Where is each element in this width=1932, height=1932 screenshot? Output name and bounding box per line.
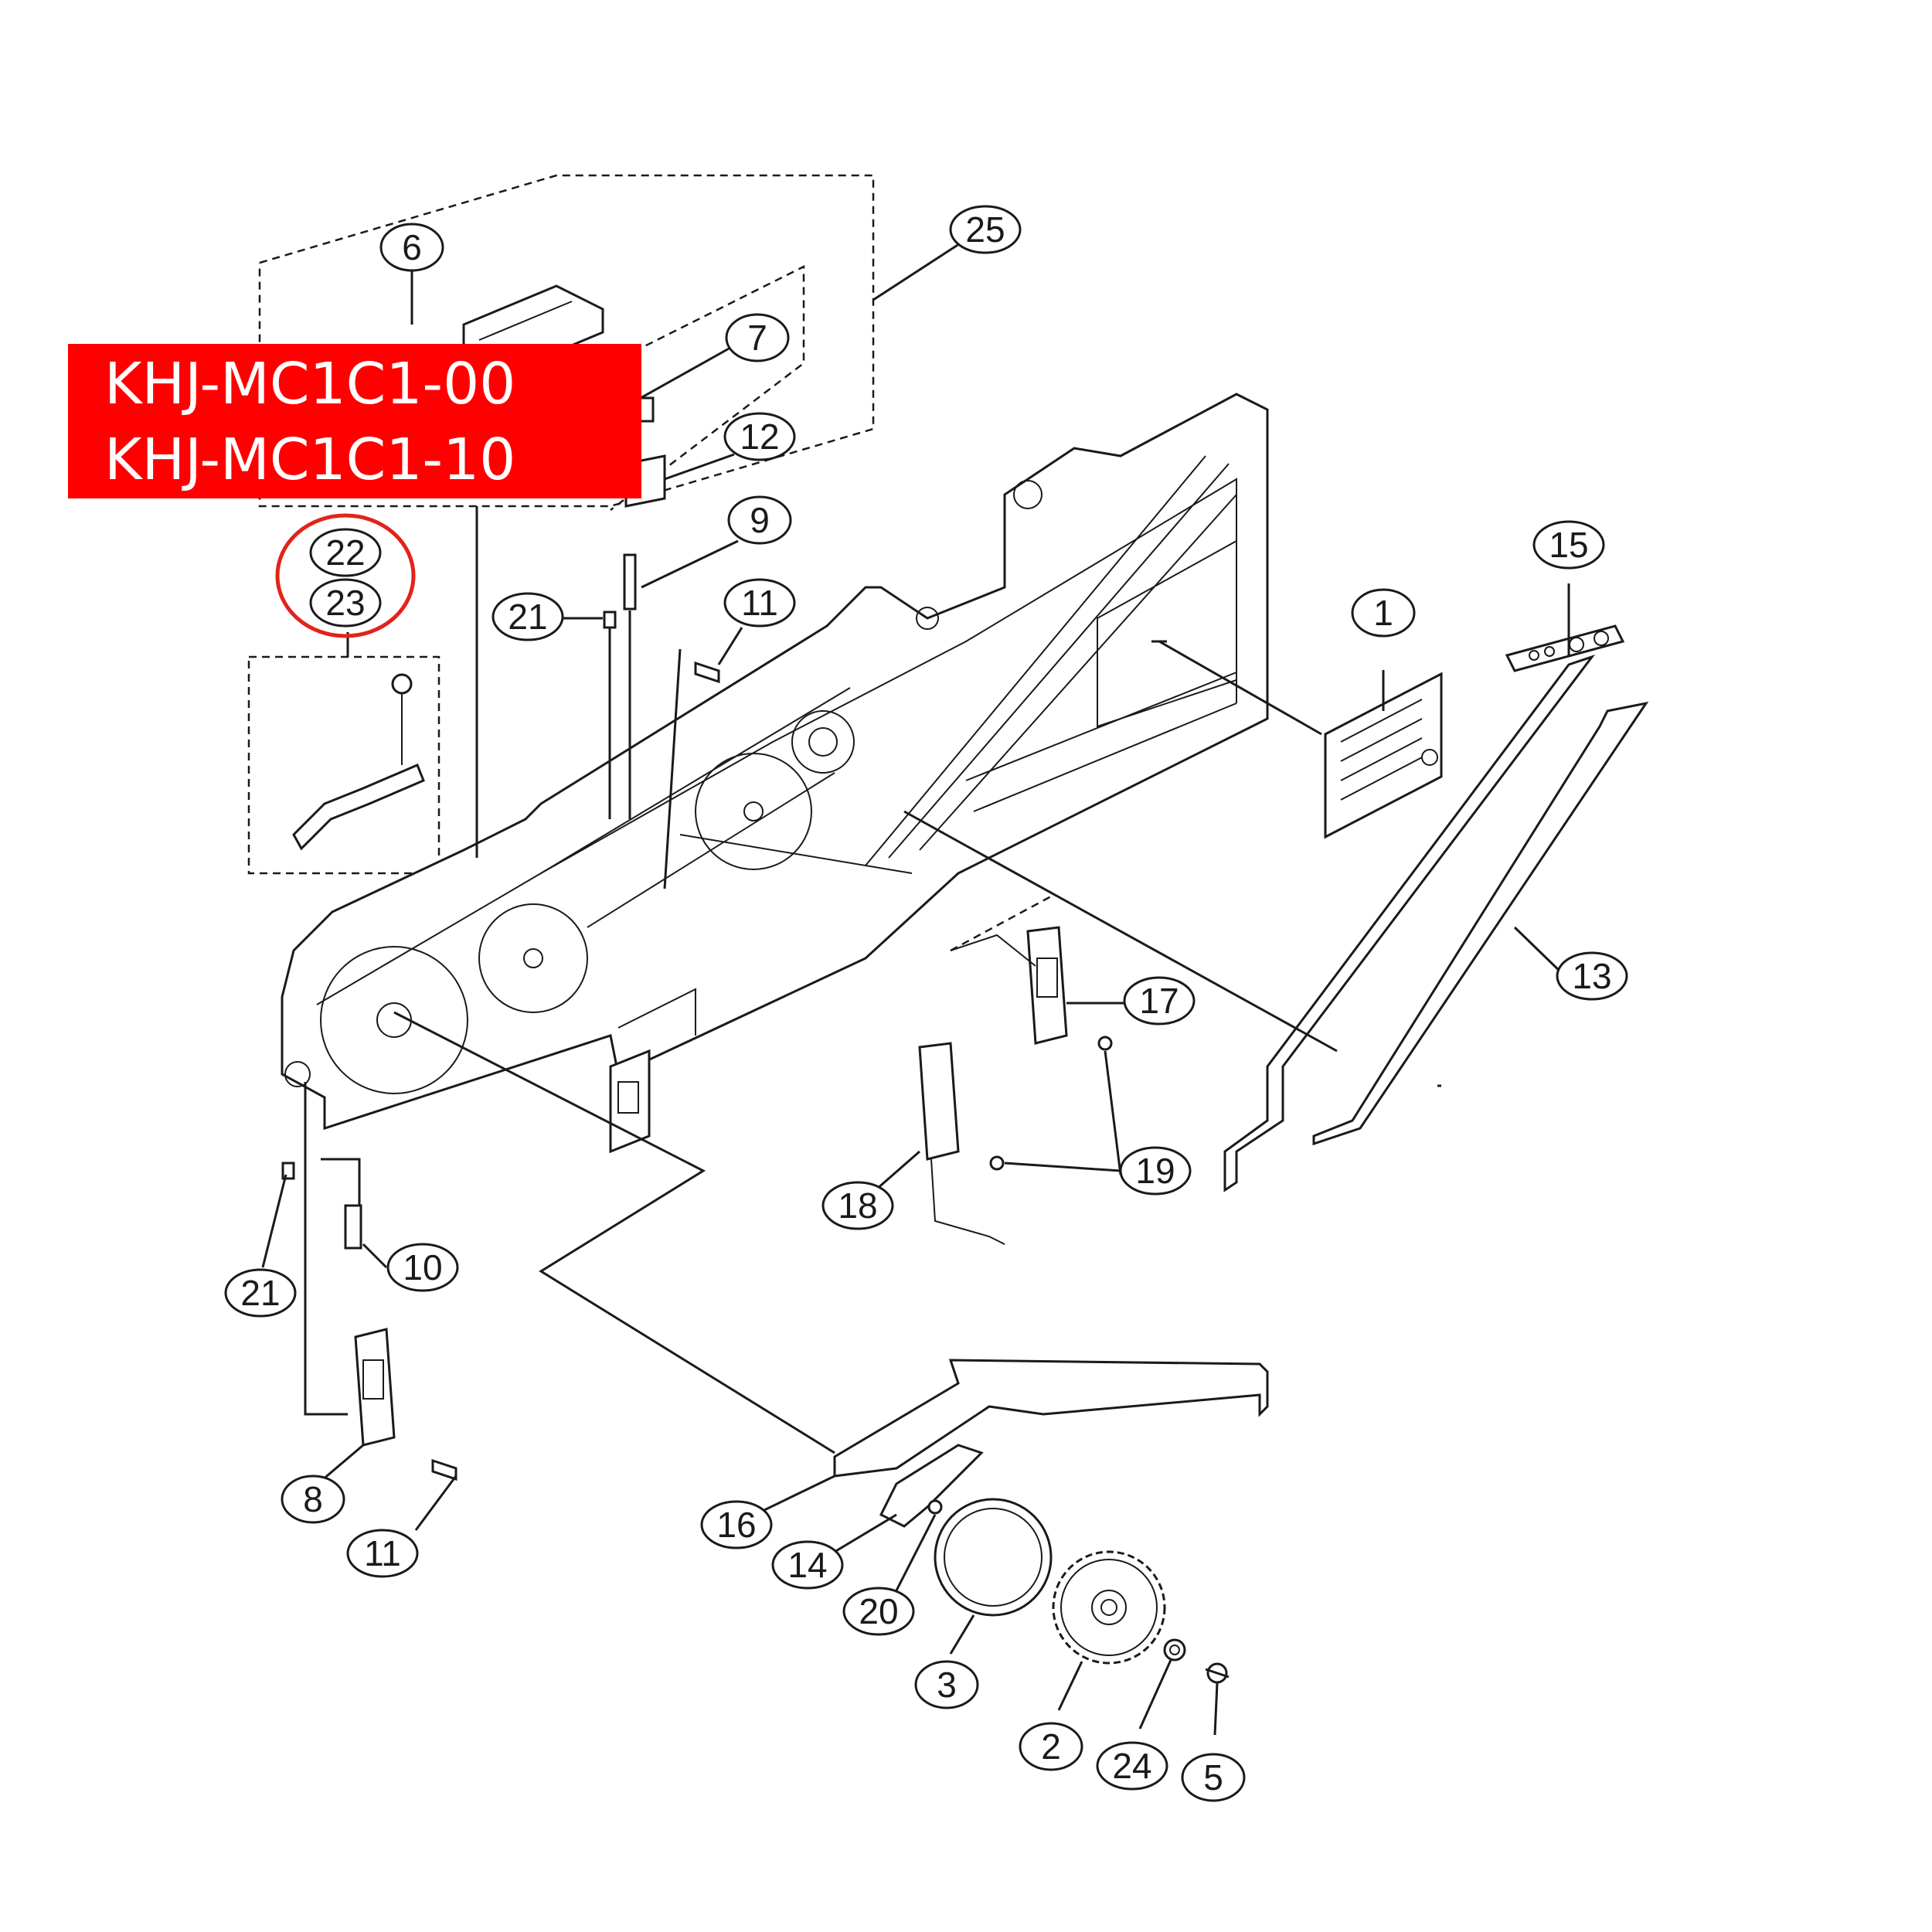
assembly-25-dashed-box (258, 174, 875, 508)
callout-18: 18 (821, 1181, 894, 1230)
part-number-1: KHJ-MC1C1-00 (104, 351, 515, 417)
svg-text:10: 10 (403, 1247, 442, 1287)
part-14-guide-plate (879, 1444, 984, 1528)
callout-17: 17 (1123, 976, 1196, 1026)
callout-12: 12 (723, 412, 796, 461)
part-20-screw (927, 1499, 943, 1515)
leader-lines (261, 228, 1570, 1736)
part-21-screw-top (603, 611, 617, 629)
callout-9: 9 (727, 495, 792, 545)
part-18-lever (918, 1042, 1005, 1245)
svg-text:15: 15 (1549, 525, 1588, 565)
svg-text:14: 14 (787, 1545, 827, 1585)
svg-text:9: 9 (750, 500, 770, 540)
part-15-cover (1223, 624, 1625, 1192)
svg-text:17: 17 (1139, 981, 1179, 1021)
svg-text:16: 16 (716, 1505, 756, 1545)
callout-25: 25 (949, 205, 1022, 254)
svg-text:22: 22 (325, 532, 365, 573)
svg-text:21: 21 (240, 1273, 280, 1313)
svg-text:1: 1 (1373, 593, 1393, 633)
svg-text:5: 5 (1203, 1757, 1223, 1798)
part-number-2: KHJ-MC1C1-10 (104, 427, 515, 493)
assembly-7-dashed-box (610, 264, 805, 511)
part-1-label-plate (1324, 672, 1443, 839)
svg-text:8: 8 (303, 1479, 323, 1519)
callout-11-lower: 11 (346, 1529, 419, 1578)
assembly-17-bracket (950, 895, 1052, 952)
callout-24: 24 (1096, 1741, 1168, 1791)
svg-text:19: 19 (1135, 1151, 1175, 1191)
callout-13: 13 (1556, 951, 1628, 1001)
svg-text:3: 3 (937, 1665, 957, 1705)
svg-text:12: 12 (740, 417, 779, 457)
part-13-side-rail (1312, 701, 1649, 1146)
callout-3: 3 (914, 1660, 979, 1709)
callout-23: 23 (309, 578, 382, 628)
svg-text:6: 6 (402, 227, 422, 267)
svg-text:21: 21 (508, 597, 547, 637)
part-3-ring (934, 1498, 1053, 1617)
callout-5: 5 (1181, 1753, 1246, 1802)
svg-text:25: 25 (965, 209, 1005, 250)
callout-6: 6 (379, 223, 444, 272)
part-number-banner: KHJ-MC1C1-00 KHJ-MC1C1-10 (68, 344, 641, 498)
callout-14: 14 (771, 1540, 844, 1590)
callout-1: 1 (1351, 588, 1416, 638)
svg-text:2: 2 (1041, 1726, 1061, 1767)
svg-text:11: 11 (741, 583, 778, 623)
svg-text:13: 13 (1572, 956, 1611, 996)
callout-21-lower: 21 (224, 1268, 297, 1318)
svg-text:7: 7 (747, 318, 767, 358)
callout-8: 8 (281, 1475, 345, 1524)
callout-7: 7 (725, 313, 790, 362)
callout-16: 16 (700, 1500, 773, 1549)
callout-21-top: 21 (492, 592, 564, 641)
callout-20: 20 (842, 1587, 915, 1636)
part-16-sensor-arm (833, 1359, 1269, 1478)
svg-text:23: 23 (325, 583, 365, 623)
part-11-pin-top (694, 661, 720, 684)
callout-19: 19 (1119, 1146, 1192, 1196)
highlight-circle-22-23 (275, 513, 416, 638)
feeder-main-body (281, 393, 1269, 1154)
svg-text:18: 18 (838, 1185, 877, 1226)
callout-11-top: 11 (723, 578, 796, 628)
part-22-23-bracket (292, 673, 425, 851)
part-24-washer (1163, 1638, 1186, 1662)
part-8-bracket (354, 1328, 457, 1481)
part-17-bracket (1026, 926, 1113, 1051)
svg-text:24: 24 (1112, 1746, 1151, 1786)
part-5-screw (1205, 1662, 1230, 1684)
part-10-spring (344, 1204, 362, 1250)
svg-text:20: 20 (859, 1591, 898, 1631)
callout-15: 15 (1532, 520, 1605, 570)
svg-text:11: 11 (364, 1533, 401, 1573)
part-2-sprocket (1052, 1550, 1166, 1665)
callout-10: 10 (386, 1243, 459, 1292)
callout-2: 2 (1019, 1722, 1083, 1771)
callout-22: 22 (309, 528, 382, 577)
part-9-spring (623, 553, 637, 611)
